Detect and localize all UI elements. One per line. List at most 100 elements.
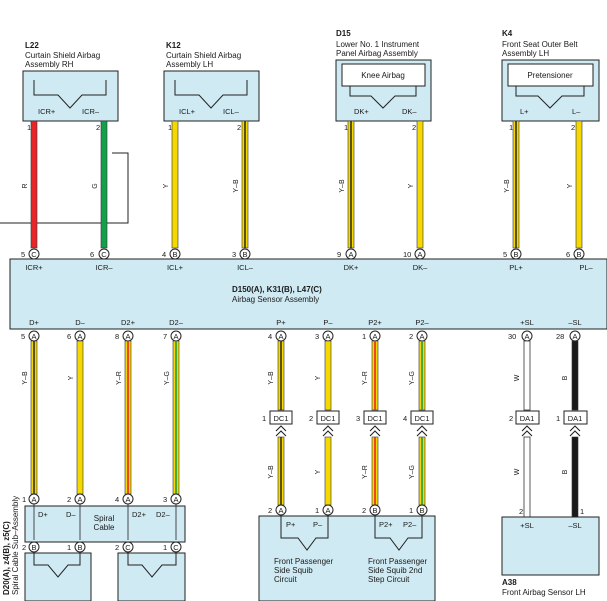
spiral-sig-2: D– <box>66 510 76 519</box>
spiral-top-conn-3: A <box>125 495 130 504</box>
wire-d15-y <box>416 120 424 249</box>
ecu-top-sig-1: ICR+ <box>25 263 43 272</box>
ecu-top-pin-8: 6 <box>566 250 570 259</box>
k12-label: K12 Curtain Shield Airbag Assembly LH <box>166 41 241 69</box>
pass-pin-2: 1 <box>315 506 319 515</box>
passenger-lower-wires <box>277 436 426 506</box>
spiral-sig-3: D2+ <box>132 510 147 519</box>
wc-l22-2: G <box>92 183 99 188</box>
spiral-bot-conn-1: B <box>31 543 36 552</box>
ecu-bot-sig-3: D2+ <box>121 318 136 327</box>
l22-name-1: Curtain Shield Airbag <box>25 51 100 60</box>
da1-label-2: DA1 <box>568 414 583 423</box>
d15-sig-2: DK– <box>402 107 417 116</box>
ecu-bot-pin-8: 2 <box>409 332 413 341</box>
pass-sig-1: P+ <box>286 520 296 529</box>
ecu-top-pin-3: 4 <box>162 250 166 259</box>
spiral-bot-pin-1: 2 <box>22 543 26 552</box>
k12-box: ICL+ ICL– <box>163 70 260 122</box>
ecu-top-conn-4: B <box>242 250 247 259</box>
ecu-bot-conn-4: A <box>173 332 178 341</box>
dc1-connectors: 1 DC1 2 DC1 3 DC1 4 DC1 <box>262 410 434 437</box>
ecu-top-sig-5: DK+ <box>344 263 359 272</box>
spiral-top-conn-1: A <box>31 495 36 504</box>
ecu-bottom-pins: 5 A 6 A 8 A 7 A 4 A 3 A 1 A 2 A 30 A 28 … <box>21 330 581 342</box>
dc1-label-3: DC1 <box>367 414 382 423</box>
l22-pin-2: 2 <box>96 123 100 132</box>
top-wires <box>30 120 583 249</box>
ecu-bot-conn-9: A <box>524 332 529 341</box>
spiral-cable-top-pins: 1 A 2 A 4 A 3 A <box>22 493 182 505</box>
wire-l22-r <box>30 120 38 249</box>
wc-pu-1: Y–B <box>268 371 275 385</box>
wc-pu-3: Y–R <box>362 371 369 385</box>
ecu-top-conn-2: C <box>101 250 107 259</box>
ecu-bot-pin-4: 7 <box>163 332 167 341</box>
pass-sig-4: P2– <box>403 520 417 529</box>
wc-slu-1: W <box>514 374 521 381</box>
l22-sig-1: ICR+ <box>38 107 56 116</box>
ecu-top-conn-8: B <box>576 250 581 259</box>
pass-sig-3: P2+ <box>379 520 393 529</box>
spiral-bot-conn-4: C <box>173 543 179 552</box>
spiral-cable-bottom-pins: 2 B 1 B 2 C 1 C <box>22 541 182 553</box>
a38-sig-1: +SL <box>520 521 534 530</box>
dc1-pin-2: 2 <box>309 414 313 423</box>
k12-name-2: Assembly LH <box>166 60 213 69</box>
a38-pin-1: 2 <box>519 507 523 516</box>
spiral-top-pin-2: 2 <box>67 495 71 504</box>
ecu-code: D150(A), K31(B), L47(C) <box>232 285 322 294</box>
k4-pin-1: 1 <box>509 123 513 132</box>
pass-conn-3: B <box>372 506 377 515</box>
ecu-bot-conn-5: A <box>278 332 283 341</box>
dc1-label-1: DC1 <box>273 414 288 423</box>
wc-d-2: Y <box>68 375 75 380</box>
ecu-bot-sig-6: P– <box>323 318 333 327</box>
wire-sl-minus-upper <box>571 340 579 411</box>
wc-slu-2: B <box>562 375 569 380</box>
pass-pin-1: 2 <box>268 506 272 515</box>
a38-name: Front Airbag Sensor LH <box>502 588 586 597</box>
ecu-top-sig-4: ICL– <box>237 263 254 272</box>
a38-pin-2: 1 <box>580 507 584 516</box>
pass-pin-3: 2 <box>362 506 366 515</box>
d15-box: Knee Airbag DK+ DK– <box>335 59 432 122</box>
ecu-bot-conn-6: A <box>325 332 330 341</box>
ecu-bot-conn-8: A <box>419 332 424 341</box>
ecu-bot-pin-5: 4 <box>268 332 272 341</box>
ecu-top-conn-3: B <box>172 250 177 259</box>
ecu-top-sig-6: DK– <box>413 263 428 272</box>
spiral-top-pin-4: 3 <box>163 495 167 504</box>
spiral-bot-pin-4: 1 <box>163 543 167 552</box>
ecu-top-sig-3: ICL+ <box>167 263 184 272</box>
ecu-top-pin-1: 5 <box>21 250 25 259</box>
k4-pin-2: 2 <box>571 123 575 132</box>
ecu-top-conn-7: B <box>513 250 518 259</box>
wc-l22-1: R <box>22 183 29 188</box>
ecu-bot-pin-9: 30 <box>508 332 516 341</box>
passenger-top-pins: 2 A 1 A 2 B 1 B <box>268 504 428 516</box>
ecu-bot-conn-3: A <box>125 332 130 341</box>
wire-sl-plus-upper <box>523 340 531 411</box>
ecu-top-pins: 5 C 6 C 4 B 3 B 9 A 10 A 5 B 6 B <box>21 248 585 260</box>
ecu-bot-sig-1: D+ <box>29 318 39 327</box>
wire-l22-g <box>100 120 108 249</box>
wire-sl-minus-lower <box>571 436 579 518</box>
l22-box: ICR+ ICR– <box>22 70 119 122</box>
da1-label-1: DA1 <box>520 414 535 423</box>
pass-sig-2: P– <box>313 520 323 529</box>
k4-sig-1: L+ <box>520 107 529 116</box>
wc-k12-2: Y–B <box>233 179 240 193</box>
ecu-bot-sig-9: +SL <box>520 318 534 327</box>
ecu-top-sig-7: PL+ <box>509 263 523 272</box>
pass-conn-2: A <box>325 506 330 515</box>
ecu-bot-sig-8: P2– <box>415 318 429 327</box>
ecu-name: Airbag Sensor Assembly <box>232 295 319 304</box>
k12-sig-1: ICL+ <box>179 107 196 116</box>
wc-d-4: Y–G <box>164 371 171 385</box>
